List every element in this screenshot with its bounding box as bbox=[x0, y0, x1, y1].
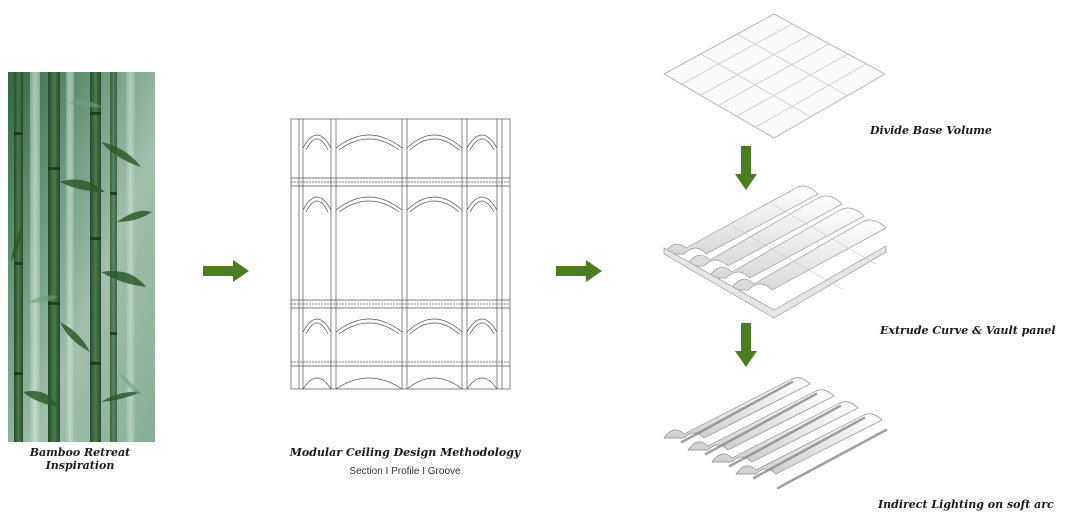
arrow-down-icon bbox=[735, 146, 757, 190]
ceiling-section-drawing bbox=[290, 118, 511, 390]
bamboo-caption-line2: Inspiration bbox=[45, 459, 115, 472]
bamboo-inspiration-image bbox=[8, 72, 155, 442]
methodology-subtitle: Section I Profile I Groove bbox=[349, 466, 461, 477]
arrow-down-icon bbox=[735, 323, 757, 367]
methodology-title: Modular Ceiling Design Methodology bbox=[289, 446, 521, 459]
bamboo-caption-line1: Bamboo Retreat bbox=[29, 446, 131, 459]
step2-label: Extrude Curve & Vault panel bbox=[880, 324, 1056, 337]
base-volume-grid bbox=[663, 13, 886, 139]
arrow-right-icon bbox=[556, 260, 602, 282]
step1-label: Divide Base Volume bbox=[870, 124, 992, 137]
step3-label: Indirect Lighting on soft arc bbox=[878, 498, 1054, 511]
bamboo-caption: Bamboo Retreat Inspiration bbox=[20, 446, 140, 472]
vault-panel bbox=[663, 185, 887, 319]
arrow-right-icon bbox=[203, 260, 249, 282]
lighting-arc-panel bbox=[663, 377, 888, 490]
